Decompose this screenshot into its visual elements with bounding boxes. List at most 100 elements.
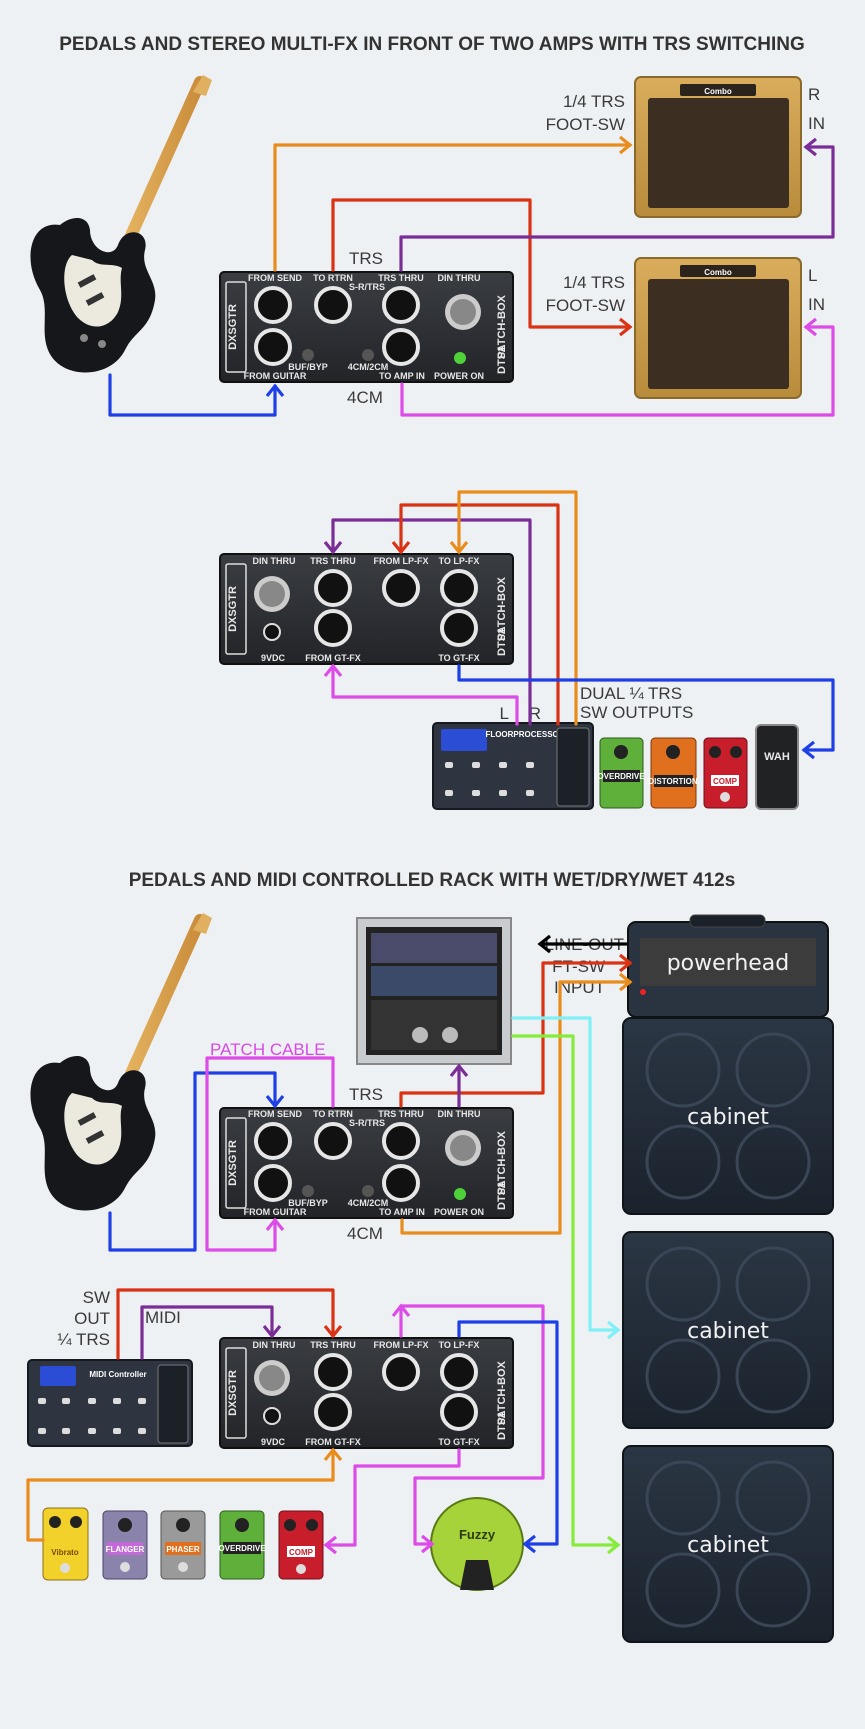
amp-l-brand: Combo bbox=[704, 268, 732, 277]
flanger-pedal-icon: FLANGER bbox=[102, 1510, 148, 1580]
amp-l-footsw-line1: 1/4 TRS bbox=[563, 273, 625, 292]
pb-c-din-thru: DIN THRU bbox=[438, 1109, 481, 1119]
floor-processor-label: FLOORPROCESSOR bbox=[485, 730, 564, 739]
midi-controller: MIDI Controller bbox=[27, 1359, 193, 1447]
patch-box-b: DXSGTR PATCH-BOX DTS1 DIN THRU TRS THRU … bbox=[219, 553, 514, 665]
pb-a-din-thru: DIN THRU bbox=[438, 273, 481, 283]
pb-b-from-lp-fx: FROM LP-FX bbox=[374, 556, 429, 566]
section1-trs-label: TRS bbox=[349, 249, 383, 268]
patch-box-a-name: PATCH-BOX bbox=[496, 294, 508, 358]
section2-wires bbox=[323, 490, 835, 760]
patch-cable-label: PATCH CABLE bbox=[210, 1040, 326, 1059]
speaker-cabinet-3: cabinet bbox=[622, 1445, 834, 1643]
pb-c-4cm-2cm: 4CM/2CM bbox=[348, 1198, 389, 1208]
pb-c-from-send: FROM SEND bbox=[248, 1109, 303, 1119]
midi-controller-label: MIDI Controller bbox=[89, 1370, 146, 1379]
pb-a-from-send: FROM SEND bbox=[248, 273, 303, 283]
speaker-cabinet-2: cabinet bbox=[622, 1231, 834, 1429]
patch-box-c-logo: DXSGTR bbox=[227, 1140, 239, 1186]
electric-guitar-icon-2 bbox=[30, 913, 212, 1211]
pb-b-trs-thru: TRS THRU bbox=[310, 556, 356, 566]
pedal-phaser-label: PHASER bbox=[166, 1545, 200, 1554]
section2-l-label: L bbox=[500, 704, 509, 723]
section2-r-label: R bbox=[529, 704, 541, 723]
patch-box-c-name: PATCH-BOX bbox=[496, 1130, 508, 1194]
pb-c-trs-thru: TRS THRU bbox=[378, 1109, 424, 1119]
pb-b-from-gt-fx: FROM GT-FX bbox=[305, 653, 361, 663]
pb-a-from-guitar: FROM GUITAR bbox=[244, 371, 307, 381]
fuzzy-pedal-icon: Fuzzy bbox=[430, 1497, 524, 1591]
section3-wires bbox=[26, 934, 633, 1555]
patch-box-b-logo: DXSGTR bbox=[227, 586, 239, 632]
patch-box-d-model: DTS1 bbox=[496, 1412, 508, 1440]
pb-a-to-rtrn: TO RTRN bbox=[313, 273, 353, 283]
amp-r-side-label: R bbox=[808, 85, 820, 104]
pb-d-to-lp-fx: TO LP-FX bbox=[439, 1340, 480, 1350]
section1-title: PEDALS AND STEREO MULTI-FX IN FRONT OF T… bbox=[59, 34, 805, 55]
pb-b-to-gt-fx: TO GT-FX bbox=[438, 653, 479, 663]
floor-processor: FLOORPROCESSOR bbox=[432, 722, 594, 810]
pb-d-trs-thru: TRS THRU bbox=[310, 1340, 356, 1350]
sw-out-line2: OUT bbox=[74, 1309, 110, 1328]
pb-d-9vdc: 9VDC bbox=[261, 1437, 286, 1447]
pb-a-trs-thru: TRS THRU bbox=[378, 273, 424, 283]
dual-trs-line1: DUAL ¼ TRS bbox=[580, 684, 682, 703]
patch-box-a-logo: DXSGTR bbox=[227, 304, 239, 350]
pb-d-din-thru: DIN THRU bbox=[253, 1340, 296, 1350]
sw-out-line3: ¼ TRS bbox=[57, 1330, 110, 1349]
patch-box-b-name: PATCH-BOX bbox=[496, 576, 508, 640]
patch-box-b-model: DTS1 bbox=[496, 628, 508, 656]
patch-box-c-model: DTS1 bbox=[496, 1182, 508, 1210]
wah-pedal-icon: WAH bbox=[755, 724, 799, 810]
section3-trs-label: TRS bbox=[349, 1085, 383, 1104]
amp-r-footsw-line1: 1/4 TRS bbox=[563, 92, 625, 111]
pb-a-4cm-2cm: 4CM/2CM bbox=[348, 362, 389, 372]
electric-guitar-icon bbox=[30, 75, 212, 373]
combo-amp-right: Combo bbox=[634, 76, 802, 218]
pb-a-power-on: POWER ON bbox=[434, 371, 484, 381]
ft-sw-label: FT-SW bbox=[552, 957, 605, 976]
distortion-pedal-icon: DISTORTION bbox=[648, 737, 698, 809]
pedal-fuzzy-label: Fuzzy bbox=[459, 1527, 496, 1542]
amp-r-footsw-line2: FOOT-SW bbox=[546, 115, 625, 134]
pb-a-sr-trs: S-R/TRS bbox=[349, 282, 385, 292]
amp-l-footsw-line2: FOOT-SW bbox=[546, 296, 625, 315]
pb-c-buf-byp: BUF/BYP bbox=[288, 1198, 328, 1208]
patch-box-d-logo: DXSGTR bbox=[227, 1370, 239, 1416]
pedal-comp-2-label: COMP bbox=[289, 1548, 314, 1557]
patch-box-d: DXSGTR PATCH-BOX DTS1 DIN THRU TRS THRU … bbox=[219, 1337, 514, 1449]
comp-pedal-icon: COMP bbox=[703, 737, 748, 809]
pb-d-from-lp-fx: FROM LP-FX bbox=[374, 1340, 429, 1350]
section1-wires bbox=[108, 135, 835, 417]
wah-label: WAH bbox=[764, 751, 790, 763]
pb-c-from-guitar: FROM GUITAR bbox=[244, 1207, 307, 1217]
pb-a-buf-byp: BUF/BYP bbox=[288, 362, 328, 372]
patch-box-a-model: DTS1 bbox=[496, 346, 508, 374]
pb-c-sr-trs: S-R/TRS bbox=[349, 1118, 385, 1128]
patch-box-d-name: PATCH-BOX bbox=[496, 1360, 508, 1424]
combo-amp-left: Combo bbox=[634, 257, 802, 399]
speaker-cabinet-1: cabinet bbox=[622, 1017, 834, 1215]
pb-d-from-gt-fx: FROM GT-FX bbox=[305, 1437, 361, 1447]
pb-c-power-on: POWER ON bbox=[434, 1207, 484, 1217]
section3-4cm-label: 4CM bbox=[347, 1224, 383, 1243]
rack-unit bbox=[356, 917, 512, 1065]
pedal-distortion-label: DISTORTION bbox=[648, 777, 697, 786]
patch-box-a: DXSGTR PATCH-BOX DTS1 FROM SEND TO RTRN … bbox=[219, 271, 514, 383]
amp-l-in-label: IN bbox=[808, 295, 825, 314]
vibrato-pedal-icon: Vibrato bbox=[42, 1507, 89, 1581]
amp-r-brand: Combo bbox=[704, 87, 732, 96]
amp-head: powerhead bbox=[627, 914, 829, 1018]
pedal-overdrive-2-label: OVERDRIVE bbox=[218, 1544, 266, 1553]
sw-out-line1: SW bbox=[83, 1288, 110, 1307]
pb-b-din-thru: DIN THRU bbox=[253, 556, 296, 566]
pb-c-to-rtrn: TO RTRN bbox=[313, 1109, 353, 1119]
overdrive-pedal-icon-2: OVERDRIVE bbox=[218, 1510, 266, 1580]
amp-r-in-label: IN bbox=[808, 114, 825, 133]
pb-d-to-gt-fx: TO GT-FX bbox=[438, 1437, 479, 1447]
midi-label: MIDI bbox=[145, 1308, 181, 1327]
pedal-vibrato-label: Vibrato bbox=[51, 1548, 79, 1557]
pb-c-to-amp-in: TO AMP IN bbox=[379, 1207, 425, 1217]
pb-a-to-amp-in: TO AMP IN bbox=[379, 371, 425, 381]
